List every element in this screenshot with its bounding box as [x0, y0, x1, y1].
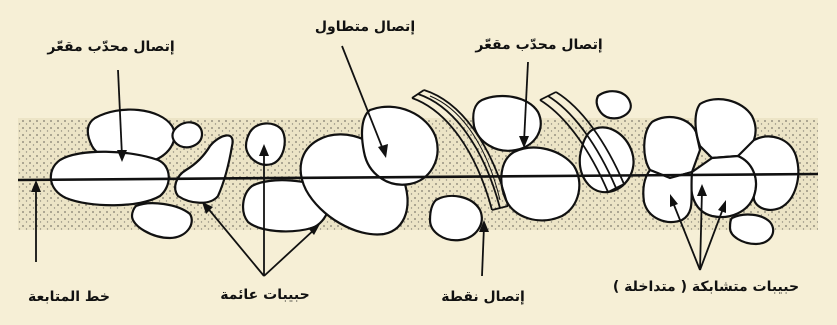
label-concave-convex-contact-right: إتصال محدّب مقعّر: [464, 38, 614, 52]
grain: [730, 215, 773, 244]
label-floating-grains: حبيبات عائمة: [200, 288, 330, 302]
grain: [132, 203, 192, 238]
label-point-contact: إتصال نقطة: [420, 290, 546, 304]
grain: [643, 170, 692, 222]
label-tracing-line: خط المتابعة: [14, 290, 124, 304]
grain: [430, 196, 482, 240]
grain: [501, 148, 579, 221]
grain: [246, 123, 285, 164]
grain: [173, 122, 202, 147]
label-elongated-contact: إتصال متطاول: [300, 20, 430, 34]
label-concave-convex-contact-left: إتصال محدّب مقعّر: [36, 40, 186, 54]
grain: [597, 91, 631, 118]
label-sutured-grains: حبيبات متشابكة ( متداخلة ): [596, 280, 816, 294]
grain: [644, 117, 700, 178]
